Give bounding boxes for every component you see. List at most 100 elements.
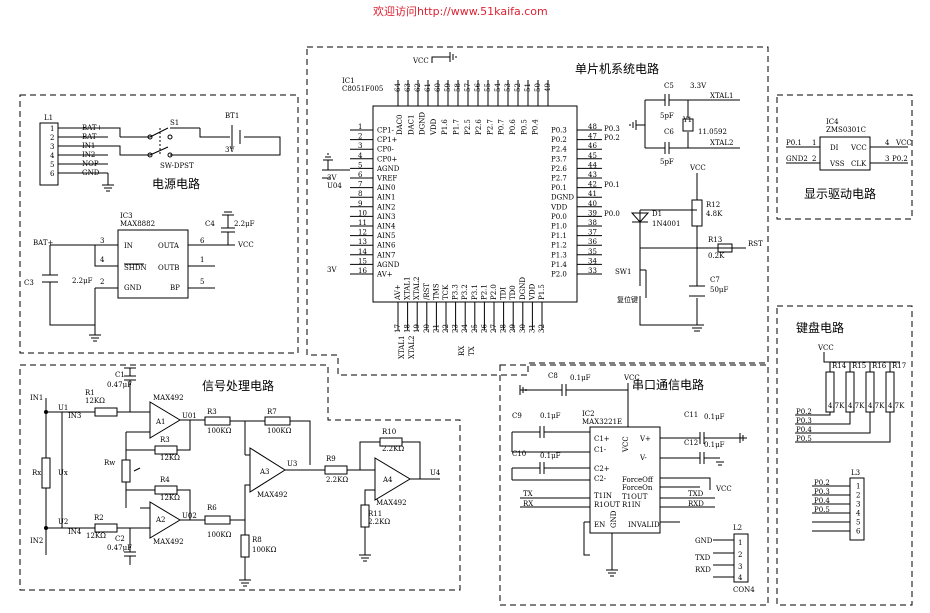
r13-value: 0.2K (708, 252, 725, 260)
ic1-pin-label: DGND (419, 112, 427, 135)
svg-text:R9: R9 (326, 455, 336, 463)
l3-pin-num: 5 (856, 519, 860, 527)
ic3-pin-outb: OUTB (158, 264, 179, 272)
ic1-pin-num: 2 (358, 133, 362, 141)
ic1-pin-label: P3.7 (551, 155, 567, 163)
ic1-pin-label: DAC0 (396, 115, 404, 135)
ic1-pin-label: AIN4 (376, 223, 396, 231)
bt1-value: 3V (225, 146, 235, 154)
ic1-pin-label: P2.7 (551, 175, 567, 183)
svg-text:U2: U2 (58, 518, 68, 526)
net-p02: P0.2 (604, 134, 620, 142)
svg-text:R1OUT: R1OUT (594, 501, 620, 509)
s1-part: SW-DPST (160, 162, 194, 170)
svg-text:3: 3 (100, 237, 104, 245)
svg-text:2.2KΩ: 2.2KΩ (368, 518, 390, 526)
ic1-pin-label: P3.1 (471, 284, 479, 300)
ic1-pin-num: 7 (358, 181, 362, 189)
ic1-pin-label: P1.0 (551, 223, 567, 231)
y1-ref: Y1 (682, 116, 692, 124)
svg-text:GND: GND (610, 510, 618, 528)
ic1-pin-label: VREF (376, 175, 397, 183)
s1-ref: S1 (170, 119, 179, 127)
ic1-pin-num: 40 (588, 200, 597, 208)
ic1-pin-label: AV+ (394, 284, 402, 301)
net-3v-left: 3V (327, 174, 337, 182)
svg-text:ForceOff: ForceOff (622, 476, 654, 484)
ic1-part: C8051F005 (342, 85, 383, 93)
ic1-pin-label: P2.5 (464, 119, 472, 135)
svg-text:0.47μF: 0.47μF (107, 544, 132, 552)
svg-text:Rx: Rx (32, 469, 41, 477)
svg-text:T1OUT: T1OUT (622, 493, 648, 501)
svg-text:1: 1 (200, 256, 204, 264)
svg-text:C1+: C1+ (594, 435, 610, 443)
ic1-pin-num: 31 (528, 324, 536, 333)
svg-text:3: 3 (885, 155, 889, 163)
ic1-pin-label: P1.1 (551, 232, 567, 240)
ic1-pin-num: 64 (394, 83, 402, 92)
ic3-pin-shdn: SHDN (124, 264, 147, 272)
ic1-pin-label: P2.6 (551, 165, 567, 173)
ic1-pin-label: TDI (500, 287, 508, 300)
d1-part: 1N4001 (652, 220, 680, 228)
keyboard-resistor-value: 4.7K (868, 402, 885, 410)
ic4-box (819, 136, 871, 171)
ic1-pin-num: 8 (358, 190, 362, 198)
svg-text:C2: C2 (115, 535, 125, 543)
ic1-pin-num: 37 (588, 229, 597, 237)
power-circuit: L1 12 34 56 BAT+ BAT- IN1 IN2 NOP GND S1… (24, 112, 281, 342)
l1-pin-6: GND (82, 169, 100, 177)
c7-value: 50μF (710, 286, 728, 294)
svg-text:100KΩ: 100KΩ (267, 427, 292, 435)
ic1-pin-label: VDD (430, 118, 438, 136)
bat-plus-label: BAT+ (33, 239, 53, 247)
ic1-pin-num: 57 (464, 83, 472, 92)
sw1-label: 复位键 (617, 295, 638, 304)
svg-text:IN4: IN4 (68, 528, 82, 536)
svg-text:2: 2 (812, 155, 816, 163)
ic1-pin-num: 27 (490, 324, 498, 333)
c3-value: 2.2μF (72, 277, 93, 285)
ic1-pin-label: AGND (376, 165, 400, 173)
y1-value: 11.0592 (698, 128, 727, 136)
ic1-bottom-pins: 17AV+18XTAL119XTAL220/RST21TMS22TCK23P3.… (394, 277, 546, 333)
ic1-pin-label: AIN6 (376, 242, 396, 250)
ic1-pin-label: AIN1 (376, 194, 395, 202)
ic1-pin-label: AIN5 (376, 232, 395, 240)
l3-pin-num: 6 (856, 528, 861, 536)
ic1-pin-num: 51 (524, 83, 532, 92)
svg-text:TXD: TXD (695, 554, 711, 562)
ic1-pin-num: 6 (358, 171, 363, 179)
ic1-pin-num: 17 (394, 324, 402, 333)
svg-text:VCC: VCC (622, 436, 630, 453)
l3-pin-num: 2 (856, 492, 860, 500)
svg-text:R6: R6 (207, 504, 217, 512)
keyboard-resistors: R144.7KP0.2R154.7KP0.3R164.7KP0.4R174.7K… (795, 362, 906, 443)
svg-text:4: 4 (50, 152, 55, 160)
keyboard-net-label: P0.2 (796, 408, 812, 416)
svg-text:1: 1 (812, 139, 816, 147)
ic1-pin-num: 62 (414, 83, 422, 92)
svg-text:1: 1 (50, 125, 54, 133)
in1-label: IN1 (30, 394, 43, 402)
keyboard-net-label: P0.5 (796, 435, 812, 443)
svg-text:A3: A3 (259, 468, 270, 476)
ic1-pin-label: CP1- (377, 127, 395, 135)
ic1-pin-num: 28 (500, 324, 508, 333)
svg-text:U01: U01 (182, 412, 197, 420)
c6-ref: C6 (664, 128, 674, 136)
net-u04: U04 (327, 182, 342, 190)
l1-pin-2: BAT- (82, 133, 99, 141)
ic1-pin-label: CP0+ (377, 155, 398, 163)
ic1-pin-num: 43 (588, 171, 597, 179)
ic1-pin-num: 30 (519, 324, 527, 333)
ic1-pin-num: 9 (358, 200, 362, 208)
svg-text:12KΩ: 12KΩ (160, 494, 180, 502)
ic1-pin-label: TCK (442, 284, 450, 300)
l1-pin-4: IN2 (82, 151, 95, 159)
svg-text:4: 4 (885, 139, 890, 147)
ic1-pin-label: P0.4 (532, 119, 540, 135)
